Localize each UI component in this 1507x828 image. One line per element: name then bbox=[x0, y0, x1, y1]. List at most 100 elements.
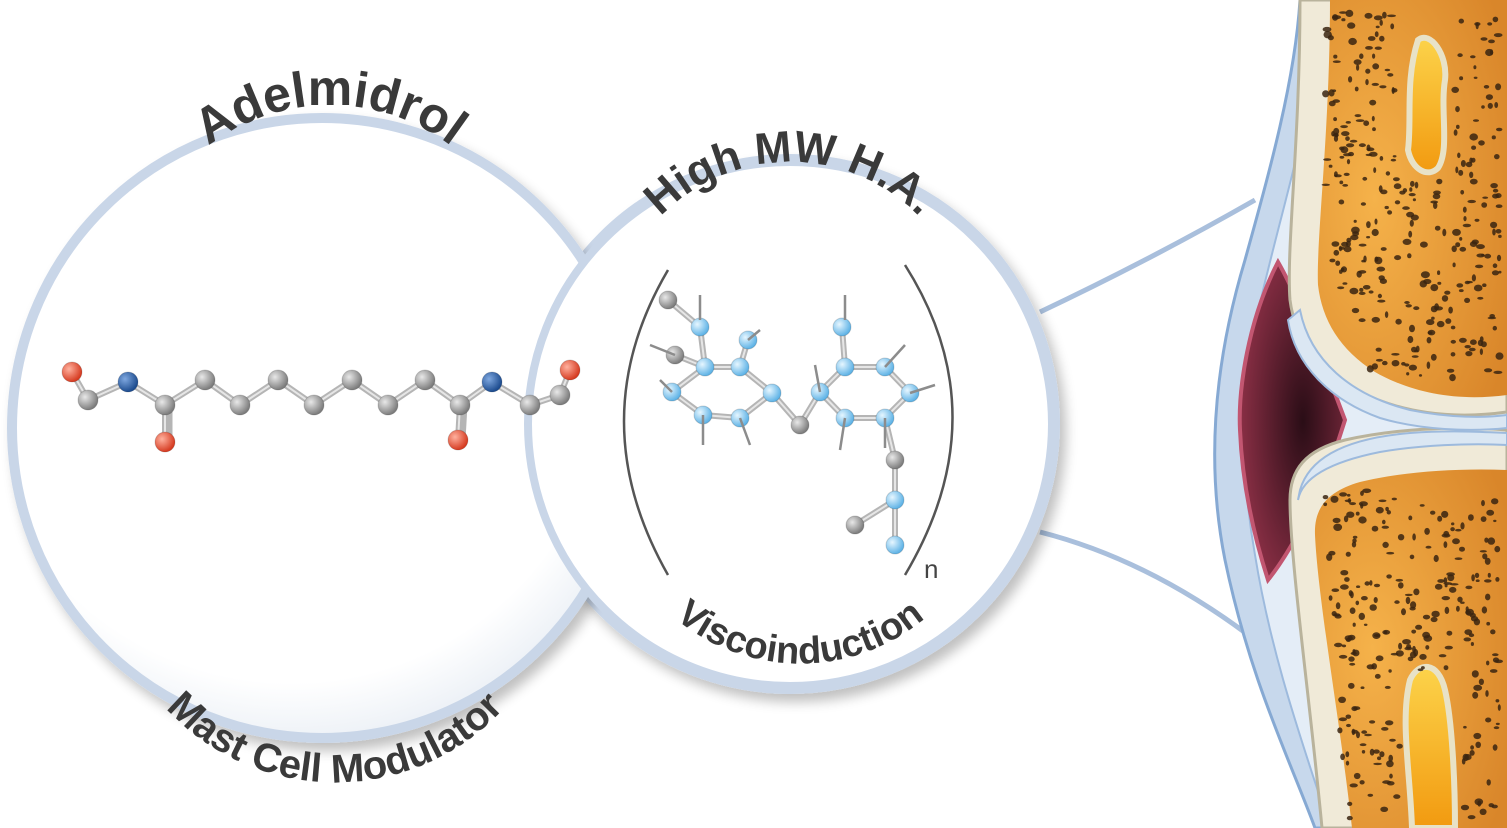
bone-pore bbox=[1340, 146, 1349, 154]
adelmidrol-atom bbox=[267, 369, 289, 391]
bone-pore bbox=[1352, 231, 1359, 237]
bone-pore bbox=[1468, 347, 1476, 352]
bone-pore bbox=[1341, 131, 1350, 137]
bone-pore bbox=[1494, 545, 1501, 553]
lower-bone bbox=[1288, 426, 1507, 828]
bone-pore bbox=[1369, 720, 1376, 724]
bone-pore bbox=[1455, 166, 1459, 174]
bone-pore bbox=[1377, 756, 1382, 761]
bone-pore bbox=[1475, 264, 1484, 269]
bone-pore bbox=[1482, 196, 1489, 199]
bone-pore bbox=[1493, 33, 1503, 38]
bone-pore bbox=[1485, 690, 1489, 697]
bone-pore bbox=[1404, 363, 1410, 367]
bone-pore bbox=[1410, 601, 1417, 609]
bone-pore bbox=[1375, 347, 1382, 352]
bone-pore bbox=[1452, 262, 1456, 268]
bone-pore bbox=[1446, 572, 1455, 577]
bone-pore bbox=[1441, 510, 1449, 518]
bone-pore bbox=[1349, 607, 1356, 614]
bone-pore bbox=[1340, 570, 1349, 576]
bone-pore bbox=[1449, 374, 1456, 382]
ha-atom bbox=[730, 357, 750, 377]
adelmidrol-atom bbox=[519, 394, 541, 416]
bone-pore bbox=[1444, 290, 1451, 295]
bone-pore bbox=[1354, 114, 1362, 118]
bone-pore bbox=[1371, 363, 1378, 370]
bone-pore bbox=[1346, 143, 1355, 148]
bone-pore bbox=[1495, 204, 1503, 208]
bone-pore bbox=[1352, 538, 1357, 544]
bone-pore bbox=[1393, 177, 1400, 182]
bone-pore bbox=[1418, 374, 1423, 377]
bone-pore bbox=[1359, 287, 1364, 292]
bone-pore bbox=[1353, 59, 1362, 65]
hyaluronic-acid-molecule: n bbox=[622, 264, 954, 584]
bone-pore bbox=[1493, 370, 1503, 374]
bone-pore bbox=[1323, 158, 1332, 161]
bone-pore bbox=[1381, 525, 1390, 529]
bone-pore bbox=[1449, 586, 1457, 593]
bone-pore bbox=[1460, 601, 1465, 604]
bone-pore bbox=[1366, 236, 1371, 239]
bone-pore bbox=[1415, 624, 1423, 630]
bone-pore bbox=[1491, 498, 1499, 505]
bone-pore bbox=[1359, 743, 1367, 747]
bone-pore bbox=[1437, 579, 1445, 583]
bone-pore bbox=[1334, 642, 1343, 648]
bone-pore bbox=[1342, 282, 1348, 285]
bone-pore bbox=[1331, 241, 1340, 247]
bone-pore bbox=[1371, 115, 1375, 122]
bone-pore bbox=[1490, 183, 1498, 189]
bone-pore bbox=[1486, 509, 1495, 516]
ha-atom bbox=[845, 515, 865, 535]
bone-pore bbox=[1487, 572, 1491, 578]
bone-pore bbox=[1458, 18, 1465, 24]
bone-pore bbox=[1434, 306, 1443, 311]
bone-pore bbox=[1480, 516, 1487, 522]
bone-pore bbox=[1495, 352, 1504, 360]
bone-pore bbox=[1469, 750, 1475, 756]
upper-marrow bbox=[1404, 34, 1449, 176]
adelmidrol-atom bbox=[117, 371, 139, 393]
bone-pore bbox=[1408, 230, 1413, 238]
bone-pore bbox=[1384, 205, 1389, 210]
bone-pore bbox=[1481, 500, 1485, 507]
bone-pore bbox=[1372, 63, 1380, 70]
bone-pore bbox=[1459, 546, 1465, 552]
bone-pore bbox=[1346, 723, 1351, 728]
bone-pore bbox=[1436, 178, 1443, 185]
bone-pore bbox=[1484, 579, 1492, 583]
bone-pore bbox=[1486, 779, 1491, 786]
ha-substituent bbox=[884, 344, 906, 368]
bone-pore bbox=[1430, 510, 1436, 515]
bone-pore bbox=[1450, 339, 1457, 344]
bone-pore bbox=[1479, 808, 1487, 815]
bracket-right bbox=[903, 264, 954, 576]
bone-pore bbox=[1348, 76, 1353, 83]
bone-pore bbox=[1343, 172, 1350, 176]
bone-pore bbox=[1379, 85, 1387, 89]
bone-pore bbox=[1476, 244, 1485, 250]
bone-pore bbox=[1408, 364, 1417, 371]
bone-pore bbox=[1402, 188, 1408, 193]
bone-pore bbox=[1491, 270, 1500, 276]
bone-pore bbox=[1495, 229, 1502, 234]
bone-pore bbox=[1366, 144, 1371, 152]
bone-pore bbox=[1322, 26, 1332, 32]
bone-pore bbox=[1333, 54, 1338, 59]
bone-pore bbox=[1485, 593, 1491, 601]
bone-pore bbox=[1443, 530, 1450, 537]
bone-pore bbox=[1353, 219, 1357, 223]
bone-pore bbox=[1328, 595, 1333, 601]
bone-pore bbox=[1328, 164, 1333, 168]
bone-pore bbox=[1345, 136, 1350, 142]
bone-pore bbox=[1469, 241, 1478, 248]
bone-pore bbox=[1485, 717, 1492, 723]
bone-pore bbox=[1377, 293, 1382, 299]
bone-pore bbox=[1329, 258, 1336, 263]
bone-pore bbox=[1493, 519, 1497, 523]
bone-pore bbox=[1409, 219, 1414, 227]
connector-line-upper bbox=[1038, 197, 1257, 315]
bone-pore bbox=[1380, 247, 1387, 251]
